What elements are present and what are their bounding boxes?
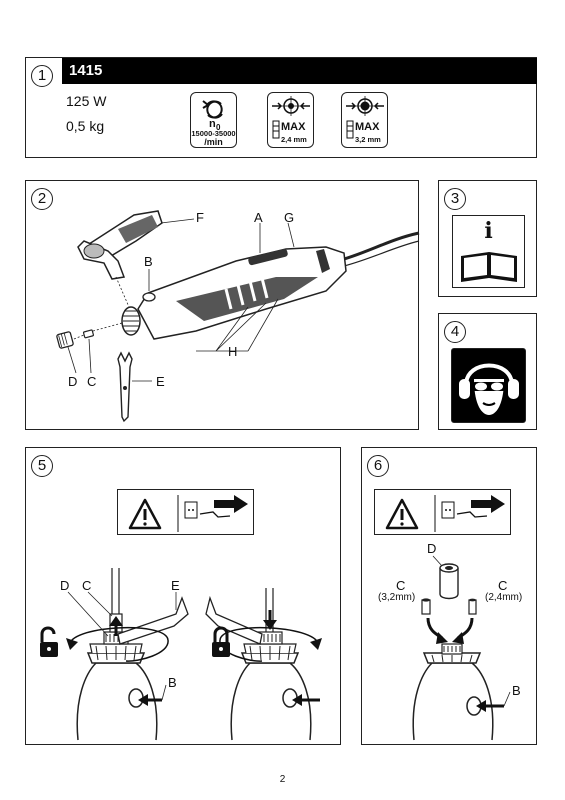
speed-unit: /min [204, 137, 223, 147]
collet-large-max: MAX [355, 121, 380, 133]
collet-size-left: (3,2mm) [378, 592, 416, 603]
collet-small-size: 2,4 mm [281, 135, 307, 144]
step-number-5: 5 [31, 455, 53, 477]
unplug-warning-box [117, 489, 254, 535]
step-number-3: 3 [444, 188, 466, 210]
label-d: D [427, 541, 437, 556]
label-b: B [168, 675, 177, 690]
label-g: G [284, 210, 295, 225]
collet-capacity-small-icon: MAX 2,4 mm [267, 92, 314, 148]
collet-change-illustration [40, 568, 322, 741]
step-number-6: 6 [367, 455, 389, 477]
panel-protection: 4 [438, 313, 537, 430]
panel-change-accessory: 5 [25, 447, 341, 745]
info-glyph: i [484, 218, 493, 244]
step-number-4: 4 [444, 321, 466, 343]
collet-capacity-large-icon: MAX 3,2 mm [341, 92, 388, 148]
label-a: A [254, 210, 263, 225]
read-manual-icon: i [452, 215, 525, 288]
speed-icon: n 0 15000-35000 /min [190, 92, 237, 148]
label-c-right: C [498, 578, 508, 593]
label-e: E [171, 578, 180, 593]
panel-specifications: 1 1415 125 W 0,5 kg n 0 15000-35000 /min… [25, 57, 537, 158]
speed-subscript: 0 [216, 123, 221, 132]
power-rating: 125 W [66, 93, 107, 109]
collet-size-right: (2,4mm) [485, 592, 523, 603]
label-c-left: C [396, 578, 406, 593]
panel-read-manual: 3 i [438, 180, 537, 297]
page-number: 2 [279, 774, 286, 785]
label-c: C [87, 374, 97, 389]
label-b: B [144, 254, 153, 269]
label-c: C [82, 578, 92, 593]
ear-eye-protection-icon [451, 348, 526, 423]
collet-small-max: MAX [281, 121, 306, 133]
label-d: D [68, 374, 78, 389]
speed-symbol: n [209, 118, 216, 130]
collet-large-size: 3,2 mm [355, 135, 381, 144]
speed-range: 15000-35000 [191, 129, 236, 138]
rotary-tool-illustration [56, 210, 420, 423]
panel-tool-overview: 2 [25, 180, 420, 430]
step-number-1: 1 [31, 65, 53, 87]
model-number: 1415 [62, 58, 537, 84]
label-d: D [60, 578, 70, 593]
label-f: F [196, 210, 204, 225]
collet-selection-illustration [412, 555, 511, 741]
label-e: E [156, 374, 165, 389]
panel-collet-sizes: 6 [361, 447, 537, 745]
label-h: H [228, 344, 238, 359]
unplug-warning-box [374, 489, 511, 535]
weight: 0,5 kg [66, 118, 105, 134]
step-number-2: 2 [31, 188, 53, 210]
label-b: B [512, 683, 521, 698]
